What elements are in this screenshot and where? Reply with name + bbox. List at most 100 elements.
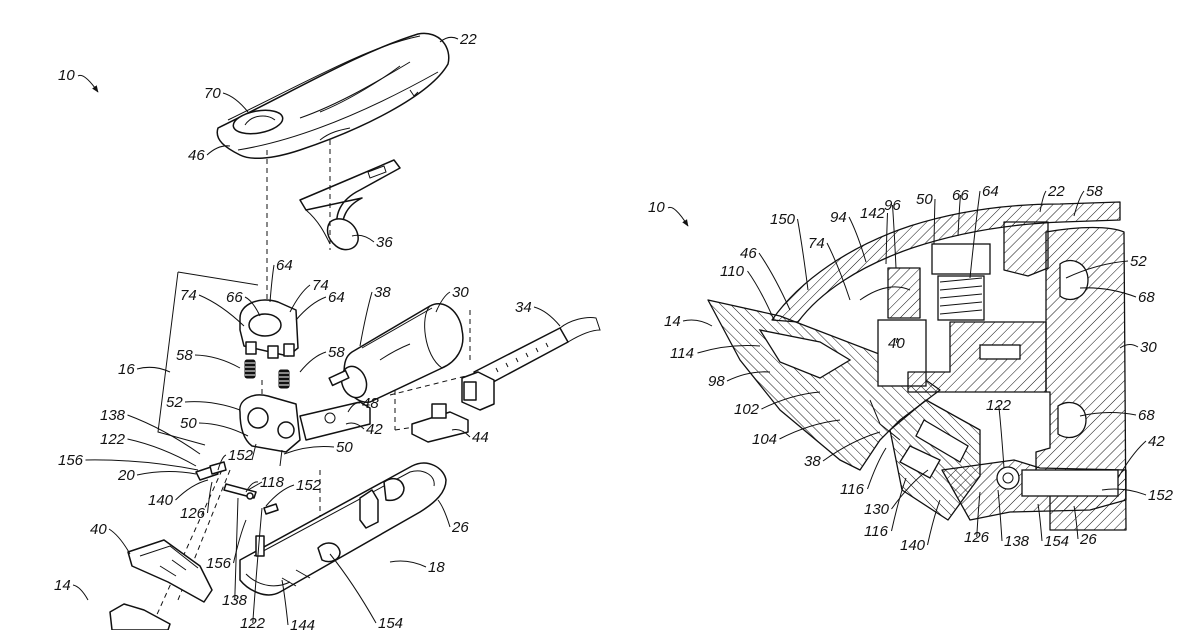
reference-numeral-44: 44 — [472, 429, 489, 446]
leader-line-52 — [184, 401, 241, 411]
reference-numeral-52: 52 — [1130, 253, 1147, 270]
leader-line-46 — [206, 145, 231, 156]
leader-line-38 — [822, 431, 881, 462]
reference-numeral-20: 20 — [117, 467, 135, 484]
reference-numeral-102: 102 — [734, 401, 760, 418]
leader-line-42 — [345, 422, 365, 430]
leader-line-118 — [245, 481, 259, 493]
reference-numeral-74: 74 — [180, 287, 197, 304]
leader-line-154 — [329, 553, 377, 624]
leader-line-18 — [389, 560, 427, 568]
leader-line-48 — [347, 402, 361, 413]
leader-line-104 — [779, 419, 841, 440]
leader-line-98 — [726, 371, 771, 382]
reference-numeral-140: 140 — [148, 492, 174, 509]
housing-shell-22 — [771, 201, 1121, 323]
leader-line-70 — [222, 92, 249, 113]
leader-line-138 — [997, 489, 1003, 542]
leader-line-40 — [108, 528, 131, 555]
reference-numeral-30: 30 — [452, 284, 469, 301]
leader-line-30 — [435, 291, 451, 313]
reference-numeral-116: 116 — [864, 523, 889, 540]
reference-numeral-16: 16 — [118, 361, 135, 378]
reference-numeral-34: 34 — [515, 299, 532, 316]
motor-30 — [1035, 226, 1127, 531]
reference-numeral-154: 154 — [1044, 533, 1069, 550]
leader-line-30 — [1119, 344, 1139, 349]
leader-line-14 — [72, 584, 89, 601]
carrier-66 — [931, 243, 991, 275]
cross-section-view-ref-arrow — [667, 206, 689, 227]
reference-numeral-150: 150 — [770, 211, 796, 228]
reference-numeral-98: 98 — [708, 373, 725, 390]
reference-numeral-14: 14 — [664, 313, 681, 330]
power-cord-34 — [461, 317, 601, 411]
blade-set-14 — [707, 299, 941, 471]
leader-line-50 — [283, 446, 335, 455]
leader-line-130 — [891, 469, 929, 510]
reference-numeral-14: 14 — [54, 577, 71, 594]
reference-numeral-110: 110 — [720, 263, 745, 280]
leader-line-150 — [797, 218, 809, 291]
leader-line-152 — [217, 454, 227, 471]
reference-numeral-122: 122 — [100, 431, 126, 448]
leader-line-122 — [998, 404, 1005, 469]
reference-numeral-118: 118 — [260, 474, 285, 491]
leader-line-74 — [826, 242, 851, 301]
leader-line-64 — [269, 264, 275, 303]
reference-numeral-140: 140 — [900, 537, 926, 554]
leader-line-156 — [85, 459, 199, 471]
reference-numeral-152: 152 — [296, 477, 322, 494]
reference-numeral-68: 68 — [1138, 407, 1155, 424]
reference-numeral-138: 138 — [100, 407, 126, 424]
leader-line-68 — [1079, 287, 1137, 298]
exploded-view — [109, 32, 601, 630]
spring-58-right — [278, 369, 290, 389]
leader-line-26 — [437, 499, 451, 528]
cross-section-view — [707, 201, 1127, 531]
cross-section-view-ref-label: 10 — [648, 199, 665, 216]
reference-numeral-154: 154 — [378, 615, 403, 630]
leader-line-126 — [976, 491, 981, 538]
leader-line-116 — [867, 447, 887, 490]
leader-line-22 — [1039, 190, 1047, 213]
leader-line-42 — [1117, 440, 1147, 479]
reference-numeral-50: 50 — [180, 415, 197, 432]
leader-line-102 — [761, 391, 821, 410]
leader-line-144 — [281, 579, 289, 626]
top-boss-22 — [1003, 221, 1049, 277]
reference-numeral-114: 114 — [670, 345, 694, 362]
motor-30 — [328, 303, 464, 403]
leader-line-154 — [1037, 503, 1043, 542]
leader-line-52 — [1065, 260, 1129, 279]
leader-line-64 — [295, 296, 327, 321]
reference-numeral-58: 58 — [1086, 183, 1103, 200]
reference-numeral-22: 22 — [1047, 183, 1065, 200]
reference-numeral-42: 42 — [366, 421, 383, 438]
reference-numeral-36: 36 — [376, 234, 393, 251]
leader-line-50 — [933, 198, 936, 245]
exploded-view-ref-arrow — [77, 74, 99, 93]
leader-line-96 — [892, 204, 897, 269]
reference-numeral-26: 26 — [1079, 531, 1097, 548]
leader-line-64 — [969, 190, 981, 279]
reference-numeral-116: 116 — [840, 481, 865, 498]
top-cover-22 — [216, 32, 450, 160]
reference-numeral-74: 74 — [312, 277, 329, 294]
leader-line-74 — [289, 284, 311, 313]
reference-numeral-58: 58 — [328, 344, 345, 361]
leader-line-66 — [957, 194, 961, 237]
reference-numeral-38: 38 — [374, 284, 391, 301]
leader-line-20 — [136, 471, 197, 476]
reference-numeral-130: 130 — [864, 501, 890, 518]
roller-122 — [996, 466, 1020, 490]
reference-numeral-50: 50 — [336, 439, 353, 456]
reference-numeral-18: 18 — [428, 559, 445, 576]
cam-96 — [887, 267, 921, 319]
leader-line-152 — [1101, 488, 1147, 496]
spring-64 — [937, 275, 985, 321]
leader-line-140 — [175, 479, 209, 501]
leader-line-14 — [682, 319, 713, 327]
reference-numeral-126: 126 — [964, 529, 990, 546]
